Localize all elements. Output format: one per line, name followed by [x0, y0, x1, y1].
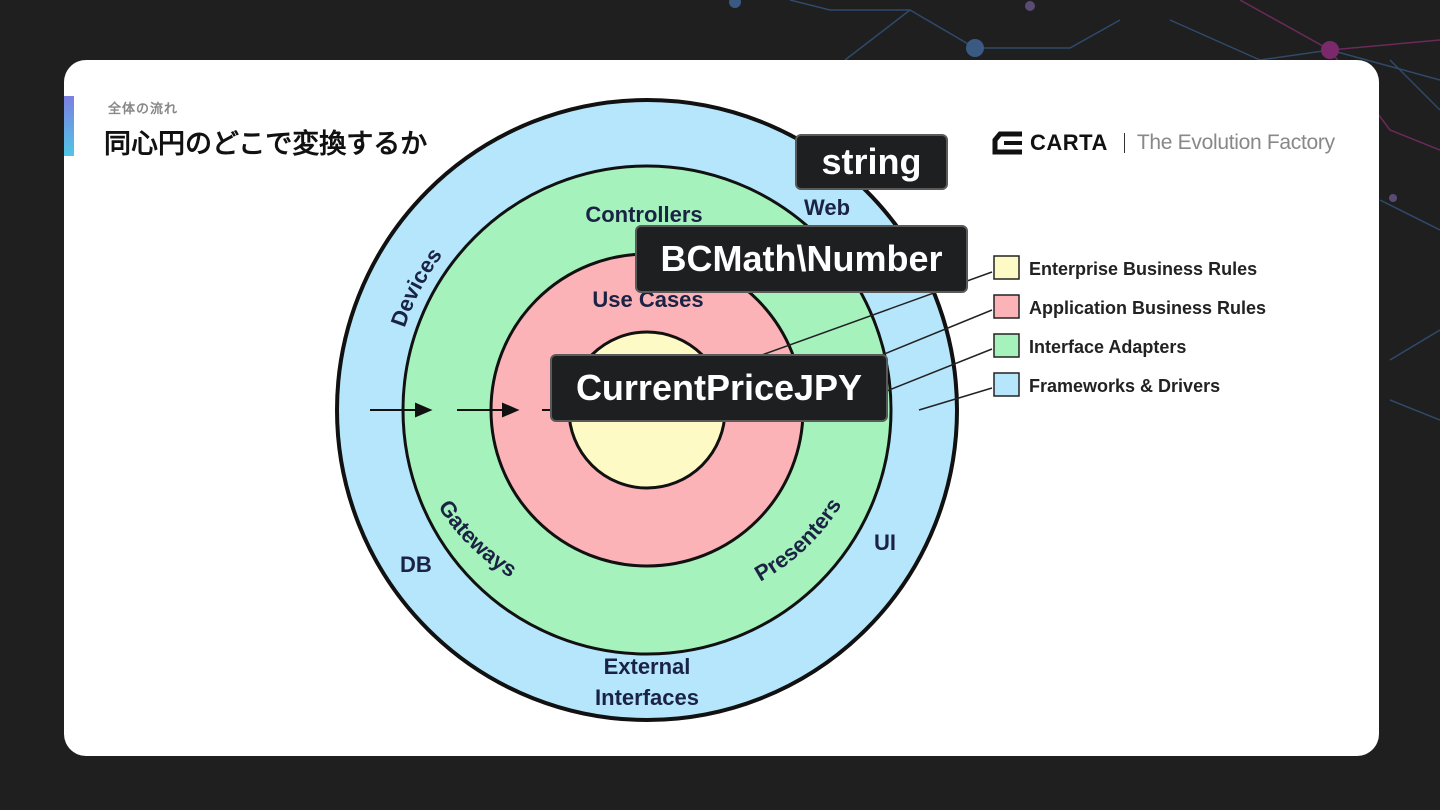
label-web: Web	[804, 195, 850, 220]
callout-bcmath-number: BCMath\Number	[635, 225, 968, 293]
slide: 全体の流れ 同心円のどこで変換するか CARTA The Evolution F…	[64, 60, 1379, 756]
label-external-1: External	[604, 654, 691, 679]
section-subtitle: 全体の流れ	[108, 102, 179, 117]
legend-swatch-enterprise	[993, 255, 1020, 280]
label-external-2: Interfaces	[595, 685, 699, 710]
logo-name: CARTA	[1030, 130, 1108, 155]
label-controllers: Controllers	[585, 202, 702, 227]
label-ui: UI	[874, 530, 896, 555]
logo-separator	[1123, 133, 1125, 153]
legend: Enterprise Business Rules Application Bu…	[993, 255, 1266, 397]
legend-swatch-application	[993, 294, 1020, 319]
callout-string: string	[795, 134, 948, 190]
legend-swatch-frameworks	[993, 372, 1020, 397]
label-db: DB	[400, 552, 432, 577]
slide-title: 同心円のどこで変換するか	[104, 129, 428, 160]
legend-label-interface: Interface Adapters	[1029, 337, 1186, 357]
title-accent-bar	[64, 96, 74, 156]
logo-tagline: The Evolution Factory	[1136, 131, 1335, 154]
legend-label-enterprise: Enterprise Business Rules	[1029, 259, 1257, 279]
legend-label-frameworks: Frameworks & Drivers	[1029, 376, 1220, 396]
dependency-arrows	[370, 402, 554, 418]
carta-logo-icon	[992, 131, 1022, 155]
carta-logo: CARTA The Evolution Factory	[992, 128, 1335, 158]
callout-current-price-jpy: CurrentPriceJPY	[550, 354, 888, 422]
legend-label-application: Application Business Rules	[1029, 298, 1266, 318]
legend-swatch-interface	[993, 333, 1020, 358]
